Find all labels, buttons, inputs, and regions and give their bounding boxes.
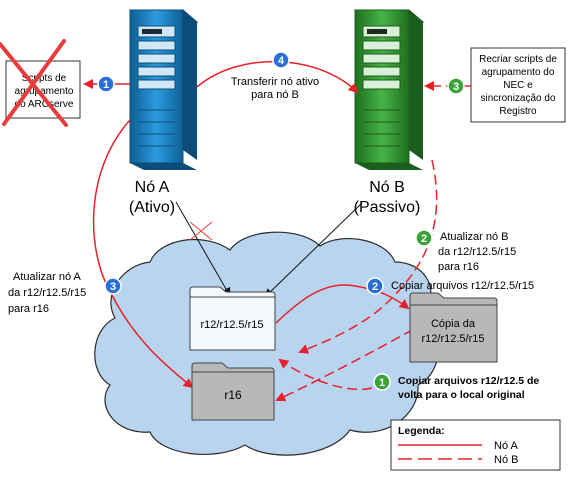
transfer-label-line1: Transferir nó ativo xyxy=(231,76,319,88)
folder-r16-label: r16 xyxy=(224,388,242,402)
arrow-update-node-b xyxy=(298,159,438,354)
nec-box-line4: sincronização do xyxy=(480,93,555,104)
copy-back-line1: Copiar arquivos r12/r12.5 de xyxy=(398,375,539,387)
step-badge-1-left: 1 xyxy=(97,75,115,93)
node-a-name: Nó A xyxy=(135,179,170,196)
nec-box-line2: agrupamento do xyxy=(482,67,555,78)
server-a-icon xyxy=(128,9,199,170)
folder-copy-label-line1: Cópia da xyxy=(431,318,476,330)
step-badge-1-back: 1 xyxy=(373,373,391,391)
update-a-line2: da r12/r12.5/r15 xyxy=(8,287,86,299)
arrow-copy-back-r12 xyxy=(278,358,373,391)
connector-a-to-folder xyxy=(175,201,231,297)
nec-box-line5: Registro xyxy=(499,106,537,117)
update-a-line1: Atualizar nó A xyxy=(13,271,82,283)
legend-node-a: Nó A xyxy=(494,440,519,452)
folder-copy-label-line2: r12/r12.5/r15 xyxy=(422,333,485,345)
folder-r16: r16 xyxy=(191,362,275,421)
update-b-line2: da r12/r12.5/r15 xyxy=(438,246,516,258)
node-b-state: (Passivo) xyxy=(354,199,421,216)
step-badge-3-right: 3 xyxy=(447,77,465,95)
legend: Legenda: Nó A Nó B xyxy=(390,419,561,471)
svg-text:2: 2 xyxy=(421,233,427,245)
nec-scripts-box: Recriar scripts de agrupamento do NEC e … xyxy=(470,47,566,123)
folder-r12: r12/r12.5/r15 xyxy=(189,286,276,351)
node-a-state: (Ativo) xyxy=(129,199,175,216)
svg-text:1: 1 xyxy=(379,377,385,389)
svg-text:3: 3 xyxy=(110,281,116,293)
arrow-copy-files xyxy=(275,284,410,324)
legend-title: Legenda: xyxy=(398,425,445,437)
update-b-line1: Atualizar nó B xyxy=(440,231,508,243)
legend-node-b: Nó B xyxy=(494,454,518,466)
step-badge-2-node-b: 2 xyxy=(415,229,433,247)
arrow-copy-back-r16 xyxy=(275,321,427,402)
arcserve-scripts-line3: do ARCserve xyxy=(15,99,74,110)
folder-copy: Cópia da r12/r12.5/r15 xyxy=(409,292,498,363)
arcserve-scripts-line1: Scripts de xyxy=(22,73,67,84)
svg-text:1: 1 xyxy=(103,79,109,91)
svg-text:3: 3 xyxy=(453,81,459,93)
update-a-line3: para r16 xyxy=(8,303,49,315)
svg-text:4: 4 xyxy=(278,55,285,67)
folder-r12-label: r12/r12.5/r15 xyxy=(201,319,264,331)
node-b-name: Nó B xyxy=(369,179,405,196)
step-badge-3-left: 3 xyxy=(104,277,122,295)
update-b-line3: para r16 xyxy=(438,261,479,273)
arcserve-scripts-box: Scripts de agrupamento do ARCserve xyxy=(0,39,81,127)
arcserve-scripts-line2: agrupamento xyxy=(15,86,74,97)
step-badge-4: 4 xyxy=(272,51,290,69)
svg-text:2: 2 xyxy=(372,281,378,293)
nec-box-line3: NEC e xyxy=(503,80,533,91)
step-badge-2-copy: 2 xyxy=(366,277,384,295)
copy-files-label: Copiar arquivos r12/r12.5/r15 xyxy=(391,280,534,292)
broken-link-icon xyxy=(189,221,213,241)
transfer-label-line2: para nó B xyxy=(251,89,299,101)
cross-out-icon xyxy=(0,39,68,127)
nec-box-line1: Recriar scripts de xyxy=(479,54,557,65)
copy-back-line2: volta para o local original xyxy=(398,389,525,401)
connector-b-to-folder xyxy=(264,202,363,298)
server-b-icon xyxy=(353,9,425,170)
